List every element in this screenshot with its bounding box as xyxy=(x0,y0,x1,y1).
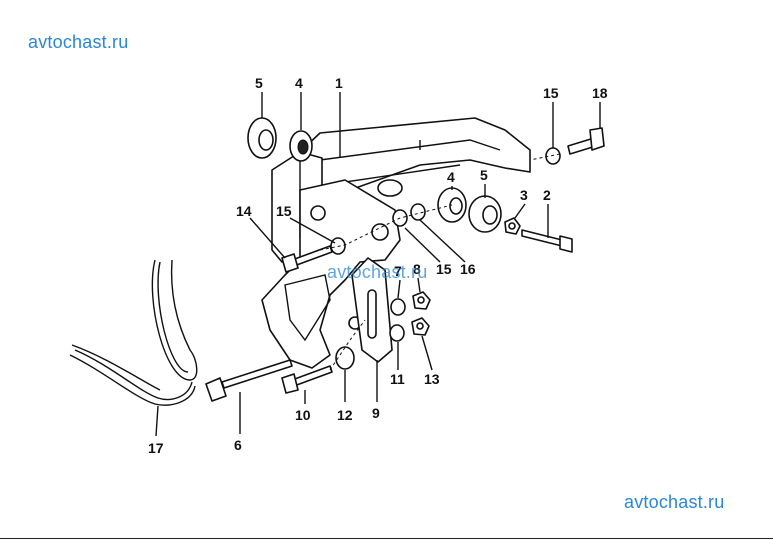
bolt-10 xyxy=(281,365,333,394)
watermark-bottom: avtochast.ru xyxy=(624,492,725,512)
callout-9: 9 xyxy=(372,405,380,421)
callout-17: 17 xyxy=(148,440,164,456)
callout-15-left: 15 xyxy=(276,203,292,219)
washer-11 xyxy=(389,324,405,342)
nut-8 xyxy=(412,291,431,310)
nut-13 xyxy=(411,317,430,336)
assembly-lines xyxy=(319,153,561,371)
callout-2: 2 xyxy=(543,187,551,203)
callout-4-right: 4 xyxy=(447,169,455,185)
callout-7: 7 xyxy=(394,263,402,279)
callout-8: 8 xyxy=(413,261,421,277)
washer-12 xyxy=(335,346,355,370)
watermark-top: avtochast.ru xyxy=(28,32,129,52)
callout-4-left: 4 xyxy=(295,75,303,91)
bushing-left xyxy=(289,130,313,162)
callout-10: 10 xyxy=(295,407,311,423)
callout-5-right: 5 xyxy=(480,167,488,183)
callout-14: 14 xyxy=(236,203,252,219)
bolt-14 xyxy=(281,245,333,273)
callout-12: 12 xyxy=(337,407,353,423)
rubber-mount-left xyxy=(247,117,277,159)
callout-labels: 5 4 1 15 18 4 5 3 2 14 15 15 16 7 8 11 1… xyxy=(148,75,608,456)
bolt-18 xyxy=(567,127,605,155)
callout-16: 16 xyxy=(460,261,476,277)
leader-lines xyxy=(155,92,601,437)
callout-6: 6 xyxy=(234,437,242,453)
bolt-2 xyxy=(521,229,573,253)
adjusting-strap xyxy=(351,257,393,363)
washer-7 xyxy=(390,298,406,316)
v-belt xyxy=(69,259,198,406)
watermark-middle: avtochast.ru xyxy=(327,262,428,282)
callout-3: 3 xyxy=(520,187,528,203)
callout-11: 11 xyxy=(390,371,405,387)
callout-1: 1 xyxy=(335,75,343,91)
callout-15-center: 15 xyxy=(436,261,452,277)
bottom-divider xyxy=(0,538,773,539)
callout-18: 18 xyxy=(592,85,608,101)
bolt-6 xyxy=(205,359,293,402)
nut-3 xyxy=(504,217,521,235)
callout-13: 13 xyxy=(424,371,440,387)
rubber-mount-right xyxy=(468,195,502,233)
callout-15-top-right: 15 xyxy=(543,85,559,101)
washer-16 xyxy=(410,203,426,221)
main-bracket xyxy=(271,117,531,263)
callout-5-left: 5 xyxy=(255,75,263,91)
